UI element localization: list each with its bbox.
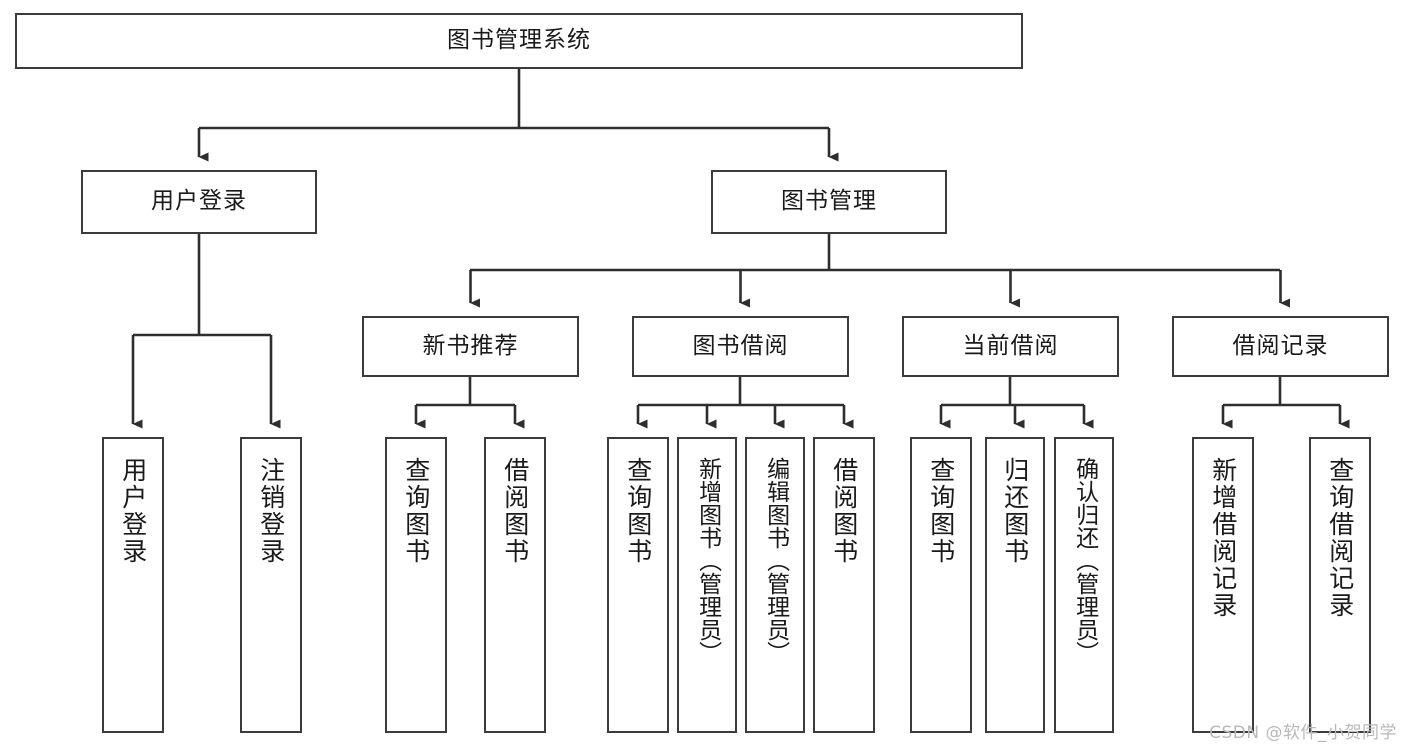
watermark-label: CSDN @软件_小贺同学	[1209, 723, 1397, 743]
node-current-borrow[interactable]: 当前借阅	[902, 316, 1119, 377]
node-label: 当前借阅	[962, 332, 1059, 359]
node-leaf-edit-book[interactable]: 编辑图书（管理员）	[745, 437, 805, 733]
node-leaf-user-logout[interactable]: 注销登录	[240, 437, 302, 733]
node-leaf-query-book-1[interactable]: 查询图书	[385, 437, 447, 733]
node-leaf-user-login[interactable]: 用户登录	[102, 437, 164, 733]
node-leaf-return-book[interactable]: 归还图书	[985, 437, 1045, 733]
node-user-login[interactable]: 用户登录	[81, 170, 317, 234]
node-root[interactable]: 图书管理系统	[15, 13, 1023, 69]
node-leaf-query-borrow-record[interactable]: 查询借阅记录	[1309, 437, 1371, 733]
node-label: 新增图书（管理员）	[694, 457, 721, 664]
node-label: 编辑图书（管理员）	[762, 457, 789, 664]
node-leaf-query-book-3[interactable]: 查询图书	[910, 437, 972, 733]
node-label: 查询借阅记录	[1325, 457, 1355, 619]
node-label: 查询图书	[623, 457, 653, 565]
node-label: 注销登录	[256, 457, 286, 565]
node-label: 图书管理系统	[447, 27, 591, 54]
node-leaf-add-book[interactable]: 新增图书（管理员）	[677, 437, 737, 733]
node-label: 新书推荐	[422, 332, 519, 359]
node-label: 查询图书	[926, 457, 956, 565]
node-label: 图书管理	[781, 188, 877, 215]
node-book-manage[interactable]: 图书管理	[711, 170, 947, 234]
node-label: 用户登录	[151, 188, 247, 215]
node-leaf-query-book-2[interactable]: 查询图书	[607, 437, 669, 733]
node-label: 用户登录	[118, 457, 148, 565]
node-leaf-add-borrow-record[interactable]: 新增借阅记录	[1192, 437, 1254, 733]
node-leaf-confirm-return[interactable]: 确认归还（管理员）	[1054, 437, 1114, 733]
node-leaf-borrow-book-2[interactable]: 借阅图书	[813, 437, 875, 733]
node-borrow-record[interactable]: 借阅记录	[1172, 316, 1389, 377]
node-label: 借阅图书	[500, 457, 530, 565]
node-label: 查询图书	[401, 457, 431, 565]
node-leaf-borrow-book-1[interactable]: 借阅图书	[484, 437, 546, 733]
node-label: 借阅图书	[829, 457, 859, 565]
node-new-book-recommend[interactable]: 新书推荐	[362, 316, 579, 377]
node-label: 新增借阅记录	[1208, 457, 1238, 619]
node-label: 归还图书	[1000, 457, 1030, 565]
node-label: 借阅记录	[1232, 332, 1329, 359]
node-label: 确认归还（管理员）	[1071, 457, 1098, 664]
node-book-borrow[interactable]: 图书借阅	[632, 316, 849, 377]
node-label: 图书借阅	[692, 332, 789, 359]
